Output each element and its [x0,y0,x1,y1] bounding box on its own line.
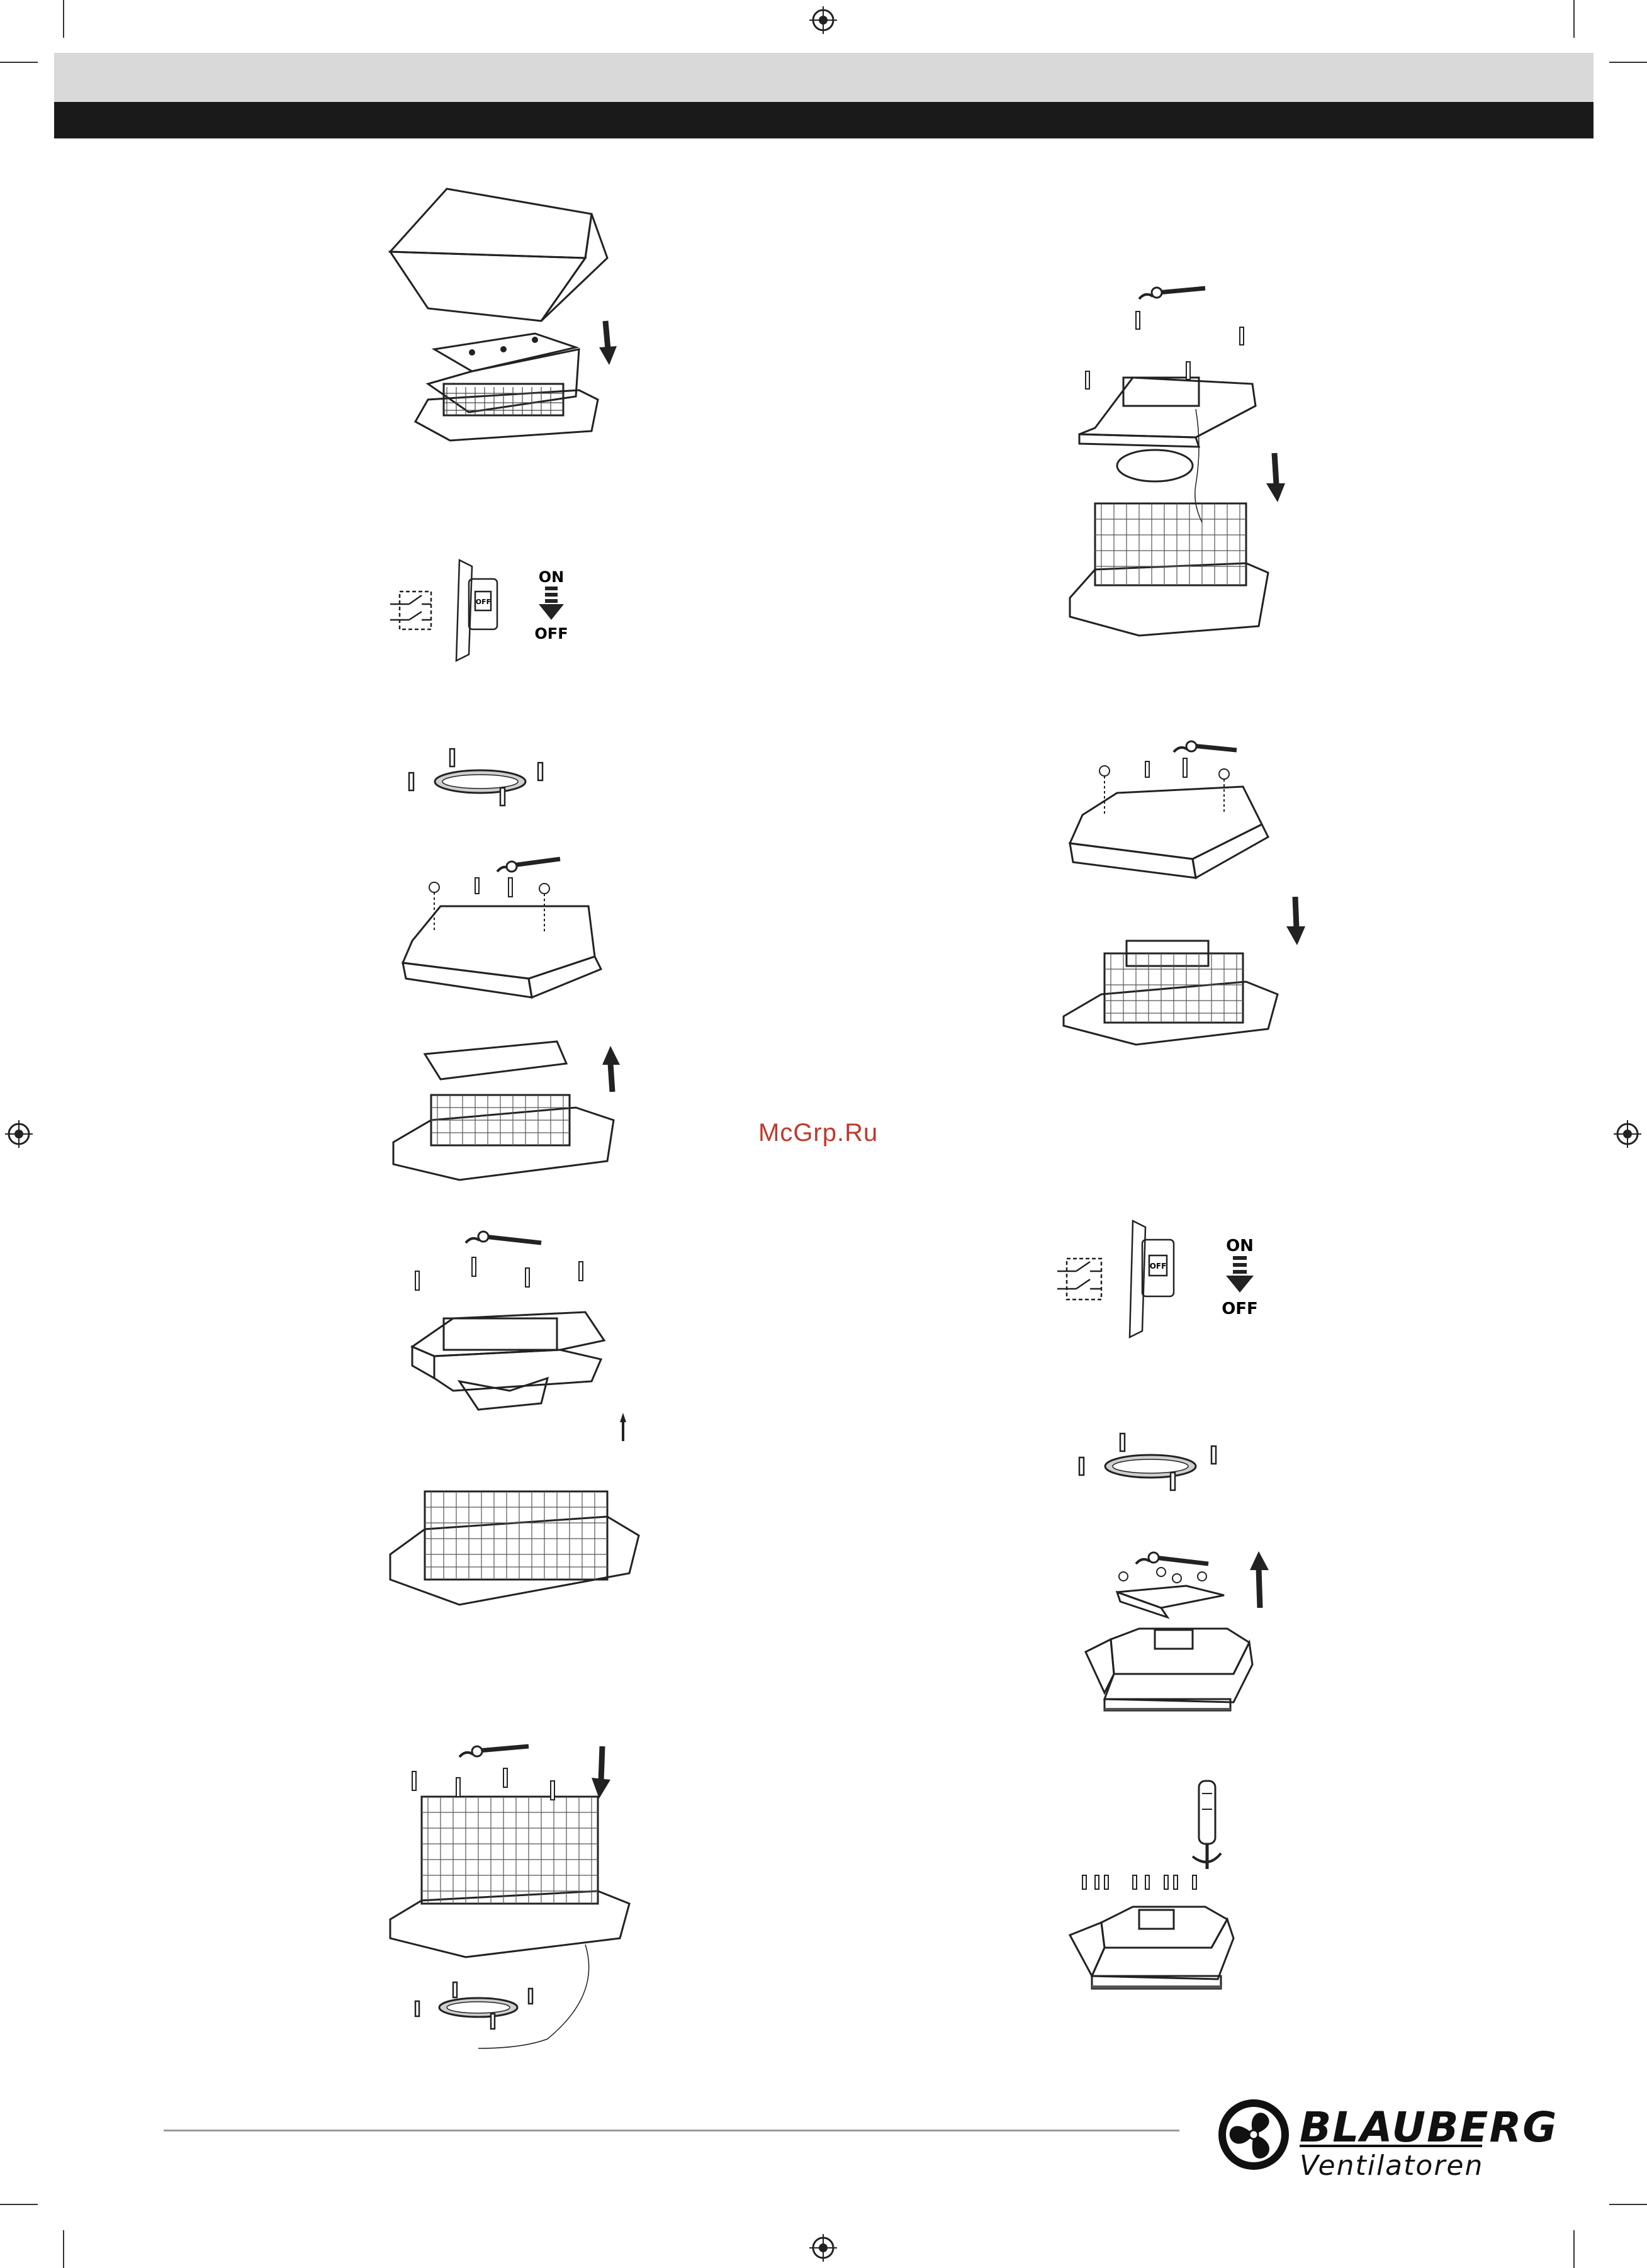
wrench-icon [1139,288,1205,299]
fan-logo-icon [1215,2096,1293,2174]
arrow-up-icon [1250,1551,1269,1608]
arrow-down-icon [1266,453,1285,502]
isolator-switch-icon: OFF ON OFF [390,554,579,680]
arrow-down-icon [592,1746,610,1799]
arrow-up-icon [602,1046,620,1092]
brand-rule [1300,2145,1482,2147]
mounting-studs-icon [406,743,557,812]
crop-mark [1609,62,1647,63]
arrow-down-icon [1286,897,1305,945]
switch-knob-label: OFF [1150,1262,1167,1271]
hood-plate-icon [1076,1548,1296,1731]
switch-on-label: ON [539,568,565,586]
switch-off-label: OFF [1222,1300,1258,1318]
footer-rule [164,2130,1179,2131]
fig-cover-assembly-left [387,843,651,1196]
fig-hood-removal [384,182,636,497]
wrench-icon [466,1232,541,1243]
cover-install-icon [1057,730,1322,1108]
crop-mark [63,2230,64,2268]
brand-logo: BLAUBERG Ventilatoren [1215,2089,1485,2184]
brand-subtitle: Ventilatoren [1300,2150,1483,2182]
header-band-black [54,102,1594,138]
fig-base-studs-left [406,743,557,812]
fig-switch-off-right: OFF ON OFF [1057,1208,1265,1347]
wrench-icon [459,1746,529,1757]
switch-off-label: OFF [534,625,568,643]
registration-mark-icon [809,6,837,34]
motor-plate-frame-icon [1064,283,1290,661]
screwdriver-hood-icon [1064,1775,1252,2045]
screwdriver-icon [1193,1781,1221,1869]
cover-lift-icon [387,843,651,1196]
fig-hood-plate-right [1076,1548,1296,1731]
fig-screwdriver-right [1064,1775,1252,2045]
registration-mark-icon [1614,1120,1641,1148]
switch-knob-label: OFF [476,598,491,606]
registration-mark-icon [5,1120,33,1148]
header-band-gray [54,53,1594,102]
crop-mark [1573,0,1575,38]
crop-mark [0,62,38,63]
fig-switch-off-left: OFF ON OFF [390,554,579,680]
crop-mark [63,0,64,38]
fig-motor-plate-left [384,1215,648,1630]
fig-motor-plate-right [1064,283,1290,661]
fig-base-studs-right [1076,1429,1227,1498]
roof-fan-hood-icon [384,182,636,497]
motor-plate-grid-frame-icon [384,1215,648,1630]
wrench-icon [497,859,560,872]
fig-cover-install-right [1057,730,1322,1108]
watermark-text: McGrp.Ru [758,1119,878,1147]
crop-mark [0,2204,38,2205]
wrench-icon [1136,1552,1208,1564]
crop-mark [1609,2204,1647,2205]
switch-on-label: ON [1226,1237,1254,1255]
arrow-down-icon [599,321,617,365]
grid-frame-mount-icon [384,1743,648,2058]
crop-mark [1573,2230,1575,2268]
fig-grid-frame-mount-left [384,1743,648,2058]
wrench-icon [1174,741,1237,752]
mounting-studs-icon [1076,1429,1227,1498]
arrow-up-icon [620,1413,626,1441]
registration-mark-icon [809,2234,837,2262]
isolator-switch-icon: OFF ON OFF [1057,1208,1265,1347]
